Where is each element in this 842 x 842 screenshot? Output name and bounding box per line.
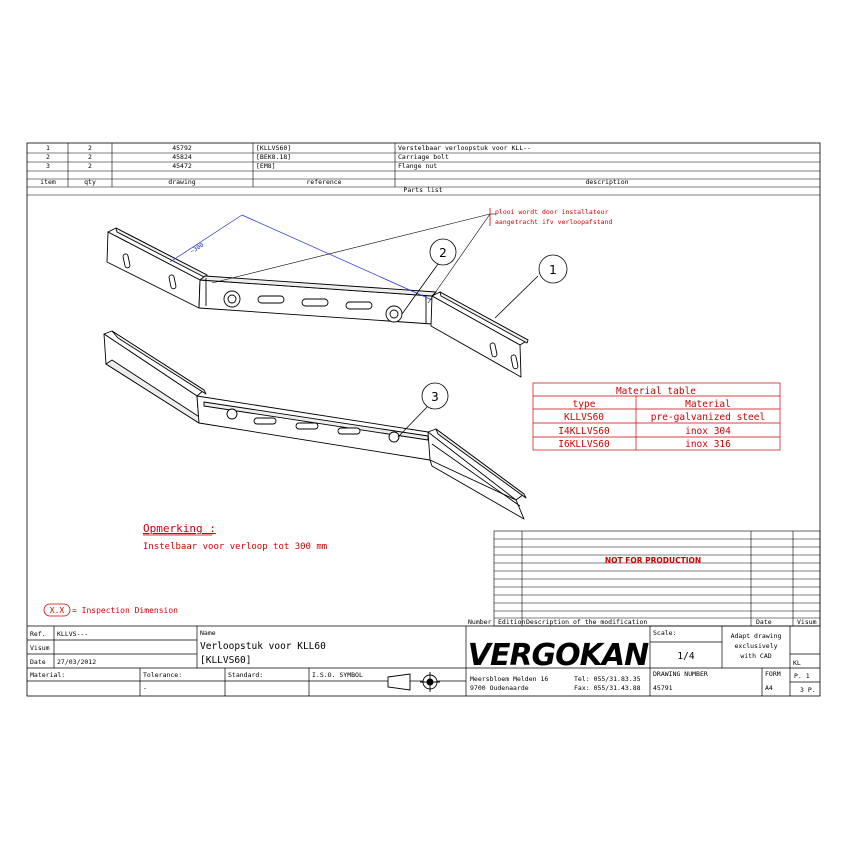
callout-2-number: 2: [439, 246, 447, 260]
callout-2: [401, 238, 457, 315]
part1-item: 1: [46, 144, 50, 152]
material-col-material: Material: [685, 399, 731, 410]
drawing-border: [26, 142, 821, 697]
material-col-type: type: [573, 399, 596, 410]
header-reference: reference: [306, 178, 341, 186]
callout-1-number: 1: [549, 263, 557, 277]
page-number: P. 1: [794, 672, 810, 680]
company-address1: Meersbloem Melden 16: [470, 675, 548, 683]
date-label: Date: [30, 658, 46, 666]
part1-qty: 2: [88, 144, 92, 152]
adapt-line2: exclusively: [734, 642, 777, 650]
dimension-label: ~300: [189, 241, 205, 255]
remark-text: Instelbaar voor verloop tot 300 mm: [143, 542, 327, 552]
visum-label: Visum: [30, 644, 50, 652]
installer-note-line2: aangetracht ifv verloopafstand: [495, 218, 612, 226]
part3-description: Flange nut: [398, 162, 437, 170]
part2-description: Carriage bolt: [398, 153, 449, 161]
scale-label: Scale:: [653, 629, 676, 637]
callout-3: [397, 382, 449, 438]
material-row2-material: inox 304: [685, 426, 731, 437]
parts-list-text: 1 2 45792 [KLLVS60] Verstelbaar verloops…: [40, 144, 628, 194]
date-value: 27/03/2012: [57, 658, 96, 666]
callout-3-number: 3: [431, 390, 439, 404]
material-row3-material: inox 316: [685, 439, 731, 450]
iso-label: I.S.O. SYMBOL: [312, 671, 363, 679]
installer-note-leaders: [211, 213, 496, 304]
form-label: FORM: [765, 670, 781, 678]
material-table-text: Material table type Material KLLVS60 pre…: [558, 386, 765, 450]
revision-header-visum: Visum: [797, 618, 817, 626]
material-row1-type: KLLVS60: [564, 412, 604, 423]
revision-header-date: Date: [756, 618, 772, 626]
part3-reference: [EM8]: [256, 162, 276, 170]
material-row2-type: I4KLLVS60: [558, 426, 610, 437]
material-table-title: Material table: [616, 386, 696, 397]
adapt-line3: with CAD: [740, 652, 771, 660]
drawing-number-label: DRAWING NUMBER: [653, 670, 708, 678]
revision-table: [493, 530, 821, 627]
revision-header-number: Number: [468, 618, 492, 626]
part3-item: 3: [46, 162, 50, 170]
inspection-oval: [43, 603, 71, 617]
drawing-number: 45791: [653, 684, 673, 692]
part2-reference: [BEK8.18]: [256, 153, 291, 161]
material-row3-type: I6KLLVS60: [558, 439, 610, 450]
tolerance-label: Tolerance:: [143, 671, 182, 679]
inspection-symbol: X.X: [50, 606, 65, 615]
part3-drawing: 45472: [172, 162, 192, 170]
part1-reference: [KLLVS60]: [256, 144, 291, 152]
part2-qty: 2: [88, 153, 92, 161]
material-row1-material: pre-galvanized steel: [651, 412, 765, 423]
company-tel: Tel: 055/31.83.35: [574, 675, 641, 683]
company-fax: Fax: 055/31.43.88: [574, 684, 641, 692]
part1-drawing: 45792: [172, 144, 192, 152]
bracket-top-view: [106, 227, 529, 378]
form-value: A4: [765, 684, 773, 692]
revision-header-edition: Edition: [498, 618, 525, 626]
bracket-bottom-view: [103, 330, 527, 520]
header-item: item: [40, 178, 56, 186]
not-for-production-stamp: NOT FOR PRODUCTION: [605, 556, 701, 565]
callout-1: [494, 254, 568, 319]
kl-label: KL: [793, 659, 801, 667]
name-line1: Verloopstuk voor KLL60: [200, 641, 326, 652]
adapt-line1: Adapt drawing: [731, 632, 782, 640]
header-qty: qty: [84, 178, 96, 186]
parts-list-title: Parts list: [403, 186, 442, 194]
part2-item: 2: [46, 153, 50, 161]
page-count: 3 P.: [800, 686, 816, 694]
dimension-line: [169, 214, 433, 301]
name-line2: [KLLVS60]: [200, 655, 251, 666]
parts-list: [27, 143, 820, 196]
company-logo: VERGOKAN: [468, 638, 649, 673]
part3-qty: 2: [88, 162, 92, 170]
standard-label: Standard:: [228, 671, 263, 679]
inspection-text: = Inspection Dimension: [72, 606, 178, 615]
iso-projection-icon: [387, 672, 440, 692]
installer-note-line1: plooi wordt door installateur: [495, 208, 609, 216]
ref-value: KLLVS---: [57, 630, 88, 638]
remark-title: Opmerking :: [143, 522, 216, 535]
material-table: [532, 382, 781, 451]
ref-label: Ref.: [30, 630, 46, 638]
scale-value: 1/4: [677, 651, 694, 662]
material-label: Material:: [30, 671, 65, 679]
header-drawing: drawing: [168, 178, 195, 186]
part1-description: Verstelbaar verloopstuk voor KLL--: [398, 144, 531, 152]
title-block-lines: [27, 625, 820, 696]
revision-header-description: Description of the modification: [526, 618, 647, 626]
tolerance-value: -: [143, 684, 147, 692]
company-address2: 9700 Oudenaarde: [470, 684, 529, 692]
part2-drawing: 45824: [172, 153, 192, 161]
name-label: Name: [200, 629, 216, 637]
header-description: description: [585, 178, 628, 186]
